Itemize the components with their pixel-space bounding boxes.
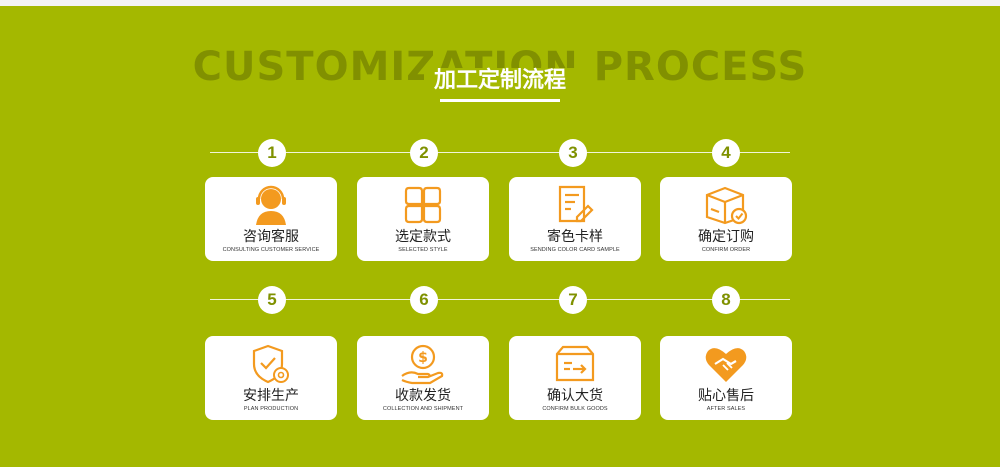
step-label: 贴心售后 bbox=[698, 388, 754, 404]
step-card-2[interactable]: 选定款式 SELECTED STYLE bbox=[357, 177, 489, 261]
step-subtitle: CONSULTING CUSTOMER SERVICE bbox=[222, 247, 320, 253]
step-number-8: 8 bbox=[712, 286, 740, 314]
step-number-2: 2 bbox=[410, 139, 438, 167]
step-card-4[interactable]: 确定订购 CONFIRM ORDER bbox=[660, 177, 792, 261]
row-line-1 bbox=[210, 152, 790, 153]
step-number-5: 5 bbox=[258, 286, 286, 314]
dollar-hand-icon: $ bbox=[398, 342, 448, 386]
step-subtitle: SELECTED STYLE bbox=[398, 247, 448, 253]
shield-gear-icon bbox=[246, 342, 296, 386]
title-underline bbox=[440, 99, 560, 102]
step-number-4: 4 bbox=[712, 139, 740, 167]
style-grid-icon bbox=[398, 183, 448, 227]
step-subtitle: CONFIRM BULK GOODS bbox=[542, 406, 608, 412]
step-label: 选定款式 bbox=[395, 229, 451, 245]
step-card-6[interactable]: $ 收款发货 COLLECTION AND SHIPMENT bbox=[357, 336, 489, 420]
step-label: 咨询客服 bbox=[243, 229, 299, 245]
step-label: 确定订购 bbox=[698, 229, 754, 245]
step-number-1: 1 bbox=[258, 139, 286, 167]
top-strip bbox=[0, 0, 1000, 6]
step-label: 确认大货 bbox=[547, 388, 603, 404]
step-card-8[interactable]: 贴心售后 AFTER SALES bbox=[660, 336, 792, 420]
color-card-document-icon bbox=[550, 183, 600, 227]
step-label: 安排生产 bbox=[243, 388, 299, 404]
step-card-1[interactable]: 咨询客服 CONSULTING CUSTOMER SERVICE bbox=[205, 177, 337, 261]
section-title-text: 加工定制流程 bbox=[423, 68, 576, 93]
step-card-7[interactable]: 确认大货 CONFIRM BULK GOODS bbox=[509, 336, 641, 420]
step-card-3[interactable]: 寄色卡样 SENDING COLOR CARD SAMPLE bbox=[509, 177, 641, 261]
step-subtitle: COLLECTION AND SHIPMENT bbox=[382, 406, 464, 412]
step-number-6: 6 bbox=[410, 286, 438, 314]
package-arrow-icon bbox=[550, 342, 600, 386]
customer-service-headset-icon bbox=[246, 183, 296, 227]
step-label: 收款发货 bbox=[395, 388, 451, 404]
step-subtitle: CONFIRM ORDER bbox=[701, 247, 751, 253]
step-subtitle: PLAN PRODUCTION bbox=[243, 406, 299, 412]
box-check-icon bbox=[701, 183, 751, 227]
svg-text:$: $ bbox=[418, 350, 428, 366]
step-number-3: 3 bbox=[559, 139, 587, 167]
step-card-5[interactable]: 安排生产 PLAN PRODUCTION bbox=[205, 336, 337, 420]
step-subtitle: SENDING COLOR CARD SAMPLE bbox=[530, 247, 620, 253]
step-subtitle: AFTER SALES bbox=[706, 406, 746, 412]
heart-handshake-icon bbox=[701, 342, 751, 386]
step-label: 寄色卡样 bbox=[547, 229, 603, 245]
row-line-2 bbox=[210, 299, 790, 300]
section-title: 加工定制流程 bbox=[0, 62, 1000, 94]
step-number-7: 7 bbox=[559, 286, 587, 314]
